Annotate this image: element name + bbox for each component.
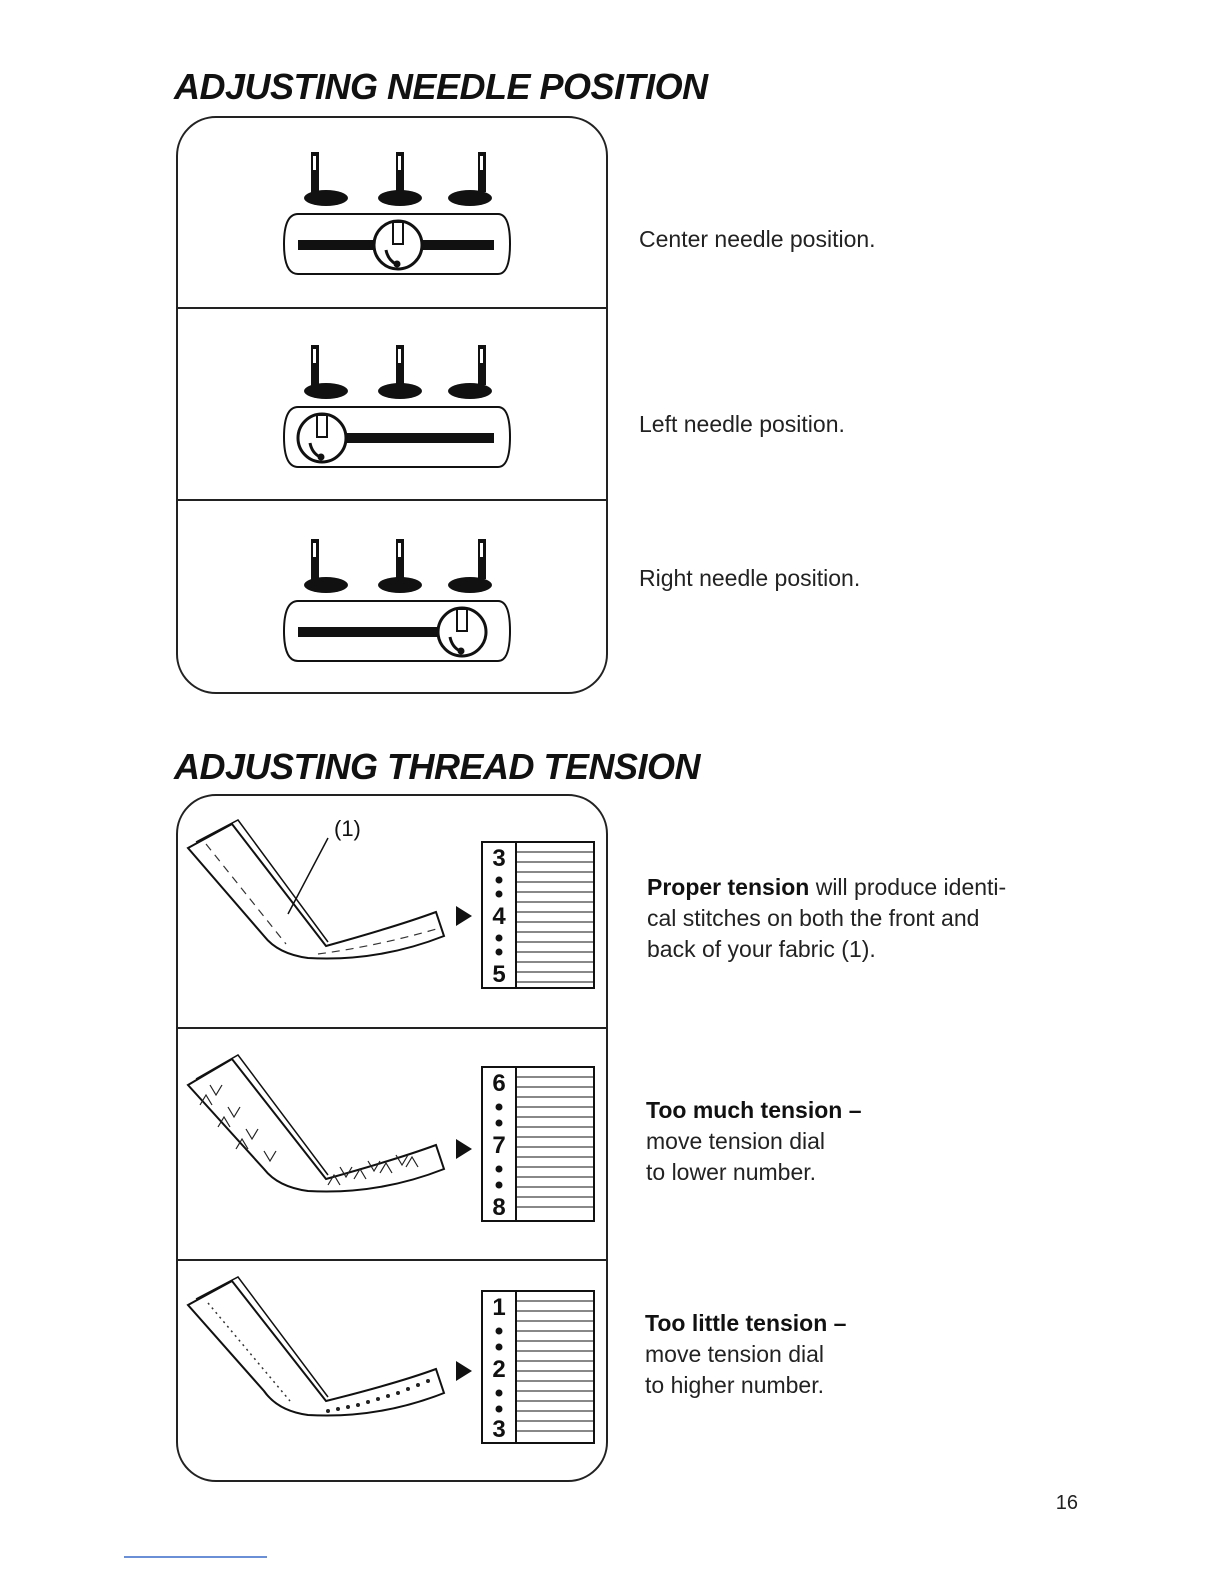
too-little-tension-label: Too little tension – — [645, 1310, 847, 1336]
needle-diagram-center — [282, 152, 512, 275]
needle-row-left — [178, 309, 606, 500]
thread-tension-panel: (1) 3 4 5 — [176, 794, 608, 1482]
tension-row-too-little: 1 2 3 — [178, 1261, 606, 1480]
tension-row-too-much: 6 7 8 — [178, 1029, 606, 1259]
dial-number: 3 — [492, 1416, 505, 1443]
proper-tension-label: Proper tension — [647, 874, 810, 900]
right-needle-caption: Right needle position. — [639, 565, 861, 591]
tension-row-proper: (1) 3 4 5 — [178, 796, 606, 1028]
too-little-tension-text: Too little tension – move tension dial t… — [645, 1308, 846, 1401]
fabric-diagram-too-little: 1 2 3 — [186, 1276, 595, 1444]
proper-tension-text: Proper tension will produce identi- cal … — [647, 872, 1006, 965]
needle-section-title: ADJUSTING NEEDLE POSITION — [174, 66, 708, 107]
needle-diagram-left — [282, 345, 512, 468]
needle-row-center — [178, 118, 606, 308]
needle-diagram-right — [282, 539, 512, 662]
too-much-tension-body: move tension dial to lower number. — [646, 1128, 825, 1185]
fabric-diagram-too-much: 6 7 8 — [186, 1054, 595, 1222]
too-little-tension-body: move tension dial to higher number. — [645, 1341, 825, 1398]
dial-number: 6 — [492, 1070, 505, 1097]
needle-position-panel — [176, 116, 608, 694]
callout-label: (1) — [334, 816, 361, 841]
page-number: 16 — [1055, 1492, 1078, 1514]
dial-number: 2 — [492, 1356, 505, 1383]
dial-number: 1 — [492, 1294, 505, 1321]
too-much-tension-label: Too much tension – — [646, 1097, 862, 1123]
tension-section-title: ADJUSTING THREAD TENSION — [174, 746, 701, 787]
fabric-diagram-proper: (1) 3 4 5 — [186, 816, 595, 989]
proper-tension-body: will produce identi- cal stitches on bot… — [647, 874, 1007, 962]
dial-number: 5 — [492, 961, 505, 988]
too-much-tension-text: Too much tension – move tension dial to … — [646, 1095, 862, 1188]
dial-number: 4 — [492, 903, 506, 930]
needle-row-right — [178, 501, 606, 692]
center-needle-caption: Center needle position. — [639, 226, 876, 252]
dial-number: 8 — [492, 1194, 505, 1221]
footer-rule — [124, 1556, 267, 1558]
left-needle-caption: Left needle position. — [639, 411, 845, 437]
dial-number: 7 — [492, 1132, 505, 1159]
dial-number: 3 — [492, 845, 505, 872]
